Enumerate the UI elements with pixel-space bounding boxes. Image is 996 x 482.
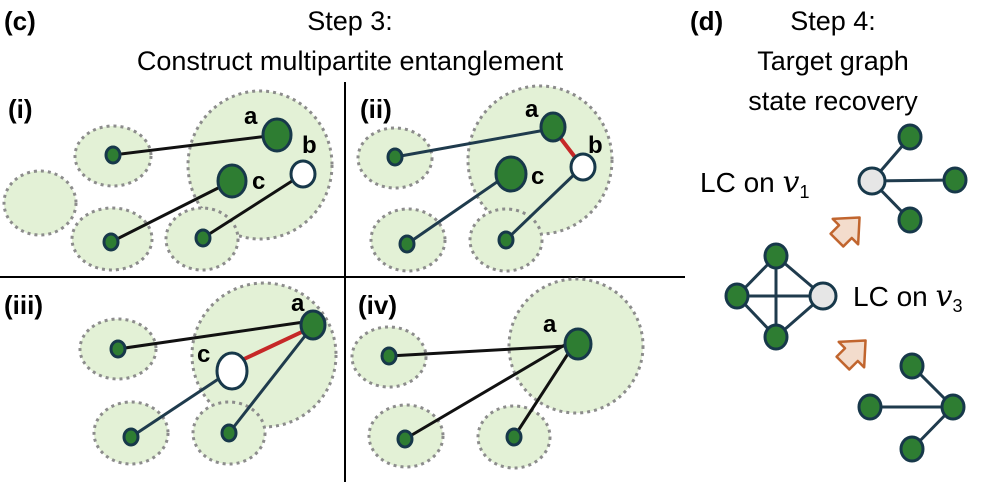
node-c-label: c: [252, 168, 265, 195]
subpanel-i-label: (i): [8, 94, 33, 124]
node: [897, 206, 923, 234]
node: [102, 232, 120, 252]
panel-d: (d) Step 4: Target graph state recovery …: [690, 6, 968, 463]
subpanel-iii: (iii) a c: [4, 281, 338, 466]
edge: [112, 133, 277, 157]
edge: [406, 171, 511, 246]
node-c: [215, 351, 249, 391]
node-c: [216, 163, 248, 199]
node-c-label: c: [197, 341, 210, 368]
edge: [404, 341, 569, 441]
subpanel-i: (i) a b c: [2, 89, 334, 272]
node-a-label: a: [291, 290, 305, 317]
node-a: [563, 327, 593, 361]
edge: [512, 345, 575, 438]
subpanel-iv: (iv) a: [350, 277, 645, 470]
node-c-label: c: [531, 163, 544, 190]
panel-c-label: (c): [4, 6, 36, 36]
node-b-label: b: [302, 132, 317, 159]
node-a-label: a: [244, 103, 258, 130]
subpanel-ii-label: (ii): [360, 94, 392, 124]
lc-v1-label: LC on v1: [700, 165, 809, 202]
node: [109, 339, 127, 359]
node-a-label: a: [543, 311, 557, 338]
lc-v3-label: LC on v3: [853, 279, 962, 316]
node-a: [299, 309, 327, 341]
node: [122, 427, 140, 447]
cluster-large: [186, 89, 334, 241]
node: [220, 423, 238, 443]
subpanel-iii-label: (iii): [4, 290, 43, 320]
edge: [202, 172, 304, 240]
node: [942, 166, 968, 194]
edge: [117, 319, 312, 351]
edge: [394, 127, 552, 159]
node-b-label: b: [588, 132, 603, 159]
node: [398, 234, 416, 254]
node-b: [569, 152, 597, 182]
node: [897, 123, 923, 151]
node-v3: [808, 281, 838, 311]
node: [724, 282, 750, 310]
node-a-label: a: [525, 96, 539, 123]
edge: [227, 326, 314, 434]
cluster: [2, 169, 78, 237]
panel-c-title-line1: Step 3:: [307, 6, 393, 36]
edge: [130, 370, 230, 439]
edge: [110, 179, 233, 244]
node: [104, 145, 122, 165]
subpanel-iv-label: (iv): [358, 290, 397, 320]
node: [899, 352, 925, 380]
node: [763, 242, 789, 270]
panel-c-title-line2: Construct multipartite entanglement: [137, 46, 564, 76]
node: [857, 393, 883, 421]
node: [763, 323, 789, 351]
panel-d-title-line2: Target graph: [757, 46, 909, 76]
panel-d-title-line3: state recovery: [748, 86, 918, 116]
node: [380, 346, 398, 366]
edge: [504, 166, 583, 242]
edge: [388, 344, 567, 358]
node-b: [289, 159, 317, 189]
up-right-arrow-icon: [835, 339, 867, 371]
node: [940, 393, 966, 421]
panel-d-label: (d): [690, 6, 723, 36]
node: [505, 427, 523, 447]
node-a: [261, 117, 293, 153]
node: [899, 435, 925, 463]
node: [194, 228, 212, 248]
panel-d-title-line1: Step 4:: [790, 6, 876, 36]
node: [497, 230, 515, 250]
node: [386, 147, 404, 167]
up-right-arrow-icon: [829, 216, 861, 248]
node-a: [539, 111, 567, 143]
node-c: [494, 155, 528, 193]
node-v1: [857, 166, 887, 196]
node: [396, 429, 414, 449]
red-edge: [241, 328, 307, 362]
subpanel-ii: (ii) a b c: [356, 84, 614, 273]
